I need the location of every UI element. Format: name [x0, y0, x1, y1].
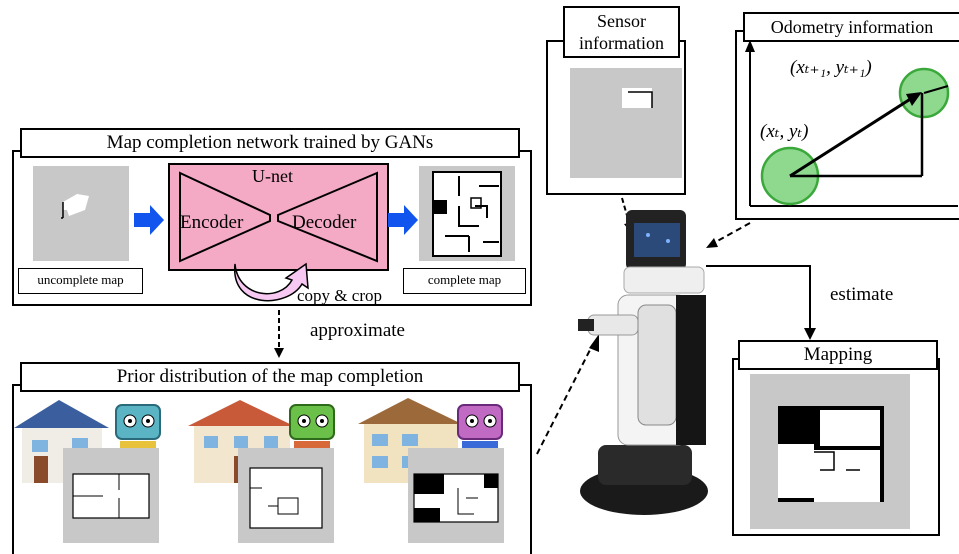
mapping-result-image [750, 374, 910, 529]
copy-crop-arrow [234, 262, 309, 302]
blue-arrow-to-unet [134, 205, 164, 235]
complete-map-drawing [432, 171, 502, 257]
unet-shape [179, 171, 378, 263]
sensor-title-line1: Sensor [597, 11, 646, 31]
copy-crop-label: copy & crop [297, 286, 382, 305]
prior-map-3-drawing [413, 473, 499, 523]
sensor-title: Sensor information [563, 6, 680, 58]
sensor-map-drawing [622, 88, 653, 108]
uncomplete-map-drawing [61, 194, 89, 219]
prior-map-1 [63, 448, 159, 543]
uncomplete-map-caption: uncomplete map [18, 268, 143, 294]
prior-map-2-drawing [249, 467, 323, 529]
prior-map-1-drawing [72, 473, 150, 519]
sensor-map-image [570, 68, 682, 178]
complete-map-caption: complete map [403, 268, 526, 294]
odometry-pos-t-label: (xₜ, yₜ) [760, 121, 809, 142]
decoder-label: Decoder [292, 212, 357, 233]
robot-photo [578, 210, 708, 515]
sensor-title-line2: information [579, 33, 664, 53]
unet-label: U-net [252, 166, 293, 186]
mapping-title: Mapping [738, 340, 938, 370]
prior-to-robot-arrow [536, 334, 599, 455]
estimate-arrow [706, 265, 816, 340]
encoder-label: Encoder [180, 212, 244, 233]
approximate-arrow [274, 310, 284, 358]
unet-block [168, 163, 389, 271]
odometry-title: Odometry information [743, 12, 959, 42]
odometry-plot [745, 40, 958, 207]
mapping-result-drawing [778, 406, 884, 502]
prior-map-3 [408, 448, 504, 543]
uncomplete-map-image [33, 166, 129, 261]
estimate-label: estimate [830, 284, 894, 305]
blue-arrow-to-output [388, 205, 418, 235]
prior-map-2 [238, 448, 334, 543]
prior-distribution-title: Prior distribution of the map completion [20, 362, 520, 392]
approximate-label: approximate [310, 320, 405, 341]
map-completion-title: Map completion network trained by GANs [20, 128, 520, 158]
odometry-to-robot-arrow [706, 222, 751, 248]
complete-map-image [419, 166, 515, 261]
odometry-pos-t1-label: (xₜ₊₁, yₜ₊₁) [790, 57, 872, 78]
